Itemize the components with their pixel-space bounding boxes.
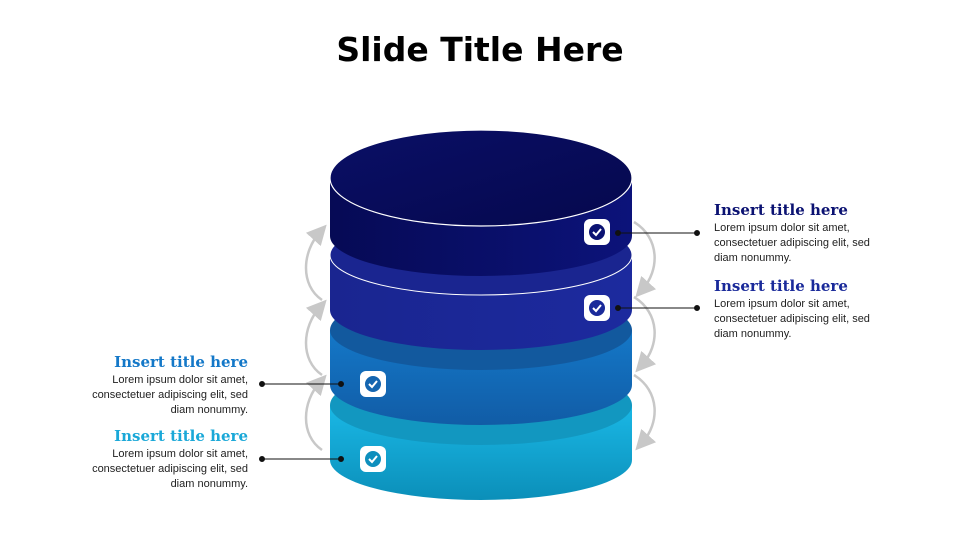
check-badge-3 bbox=[360, 371, 386, 397]
check-badge-1 bbox=[584, 219, 610, 245]
check-icon bbox=[368, 380, 378, 389]
arrow-right-3 bbox=[633, 373, 657, 451]
arrow-right-1 bbox=[633, 220, 657, 298]
arrows-right bbox=[633, 220, 657, 451]
callout-2: Insert title here Lorem ipsum dolor sit … bbox=[714, 277, 884, 342]
arrow-right-2 bbox=[633, 295, 657, 373]
arrow-left-3 bbox=[304, 374, 327, 452]
callout-body: Lorem ipsum dolor sit amet, consectetuer… bbox=[714, 222, 870, 264]
arrow-left-2 bbox=[304, 299, 327, 377]
check-icon bbox=[368, 455, 378, 464]
slide-title: Slide Title Here bbox=[336, 30, 624, 69]
callout-title: Insert title here bbox=[714, 277, 848, 295]
check-icon bbox=[592, 228, 602, 237]
callout-body: Lorem ipsum dolor sit amet, consectetuer… bbox=[714, 298, 870, 340]
callout-title: Insert title here bbox=[114, 353, 248, 371]
callout-3: Insert title here Lorem ipsum dolor sit … bbox=[78, 353, 248, 418]
check-badge-4 bbox=[360, 446, 386, 472]
connectors bbox=[259, 230, 700, 462]
arrow-left-1 bbox=[304, 224, 327, 302]
callout-body: Lorem ipsum dolor sit amet, consectetuer… bbox=[92, 448, 248, 490]
check-icon bbox=[592, 304, 602, 313]
cylinder-layer-1 bbox=[329, 129, 633, 276]
callout-title: Insert title here bbox=[714, 201, 848, 219]
callout-title: Insert title here bbox=[114, 427, 248, 445]
callout-4: Insert title here Lorem ipsum dolor sit … bbox=[78, 427, 248, 492]
arrows-left bbox=[304, 224, 327, 452]
check-badge-2 bbox=[584, 295, 610, 321]
callout-body: Lorem ipsum dolor sit amet, consectetuer… bbox=[92, 374, 248, 416]
callout-1: Insert title here Lorem ipsum dolor sit … bbox=[714, 201, 884, 266]
